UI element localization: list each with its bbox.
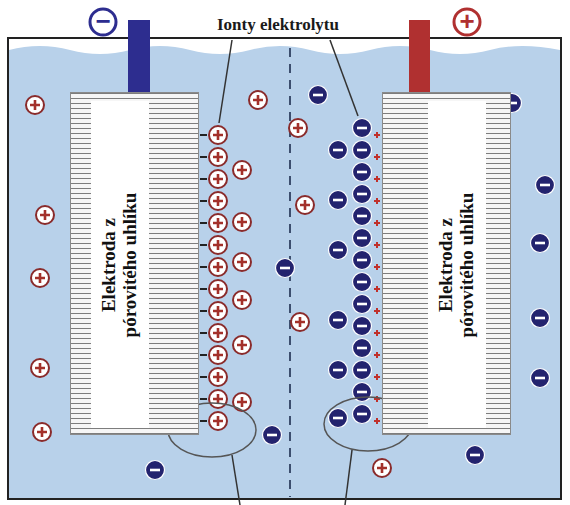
- cation: [26, 91, 391, 477]
- electrode-charge: [374, 132, 380, 424]
- electrolyte: [9, 46, 560, 498]
- positive-terminal: [409, 20, 430, 94]
- electrode-charge: [200, 135, 207, 421]
- terminal-ring: [454, 9, 480, 35]
- electrode-label: Elektroda z pórovitého uhlíku: [436, 176, 478, 354]
- leader-line: [219, 40, 232, 123]
- electrode-label: Elektroda z pórovitého uhlíku: [99, 176, 141, 354]
- callout-label: Ionty elektrolytu: [217, 16, 339, 33]
- carbon-electrode: Elektroda z pórovitého uhlíku: [70, 92, 199, 435]
- tank: [8, 38, 561, 499]
- leader-line: [345, 450, 352, 505]
- polarity-sign: +: [459, 8, 474, 34]
- terminal-ring: [90, 9, 116, 35]
- polarity-sign: −: [95, 8, 110, 34]
- leader-line: [232, 455, 240, 505]
- negative-terminal: [128, 20, 150, 94]
- carbon-electrode: Elektroda z pórovitého uhlíku: [382, 92, 511, 435]
- text-panel: Elektroda z pórovitého uhlíku: [428, 101, 486, 428]
- leader-line: [330, 40, 358, 116]
- anion: [146, 86, 555, 480]
- text-panel: Elektroda z pórovitého uhlíku: [91, 101, 149, 428]
